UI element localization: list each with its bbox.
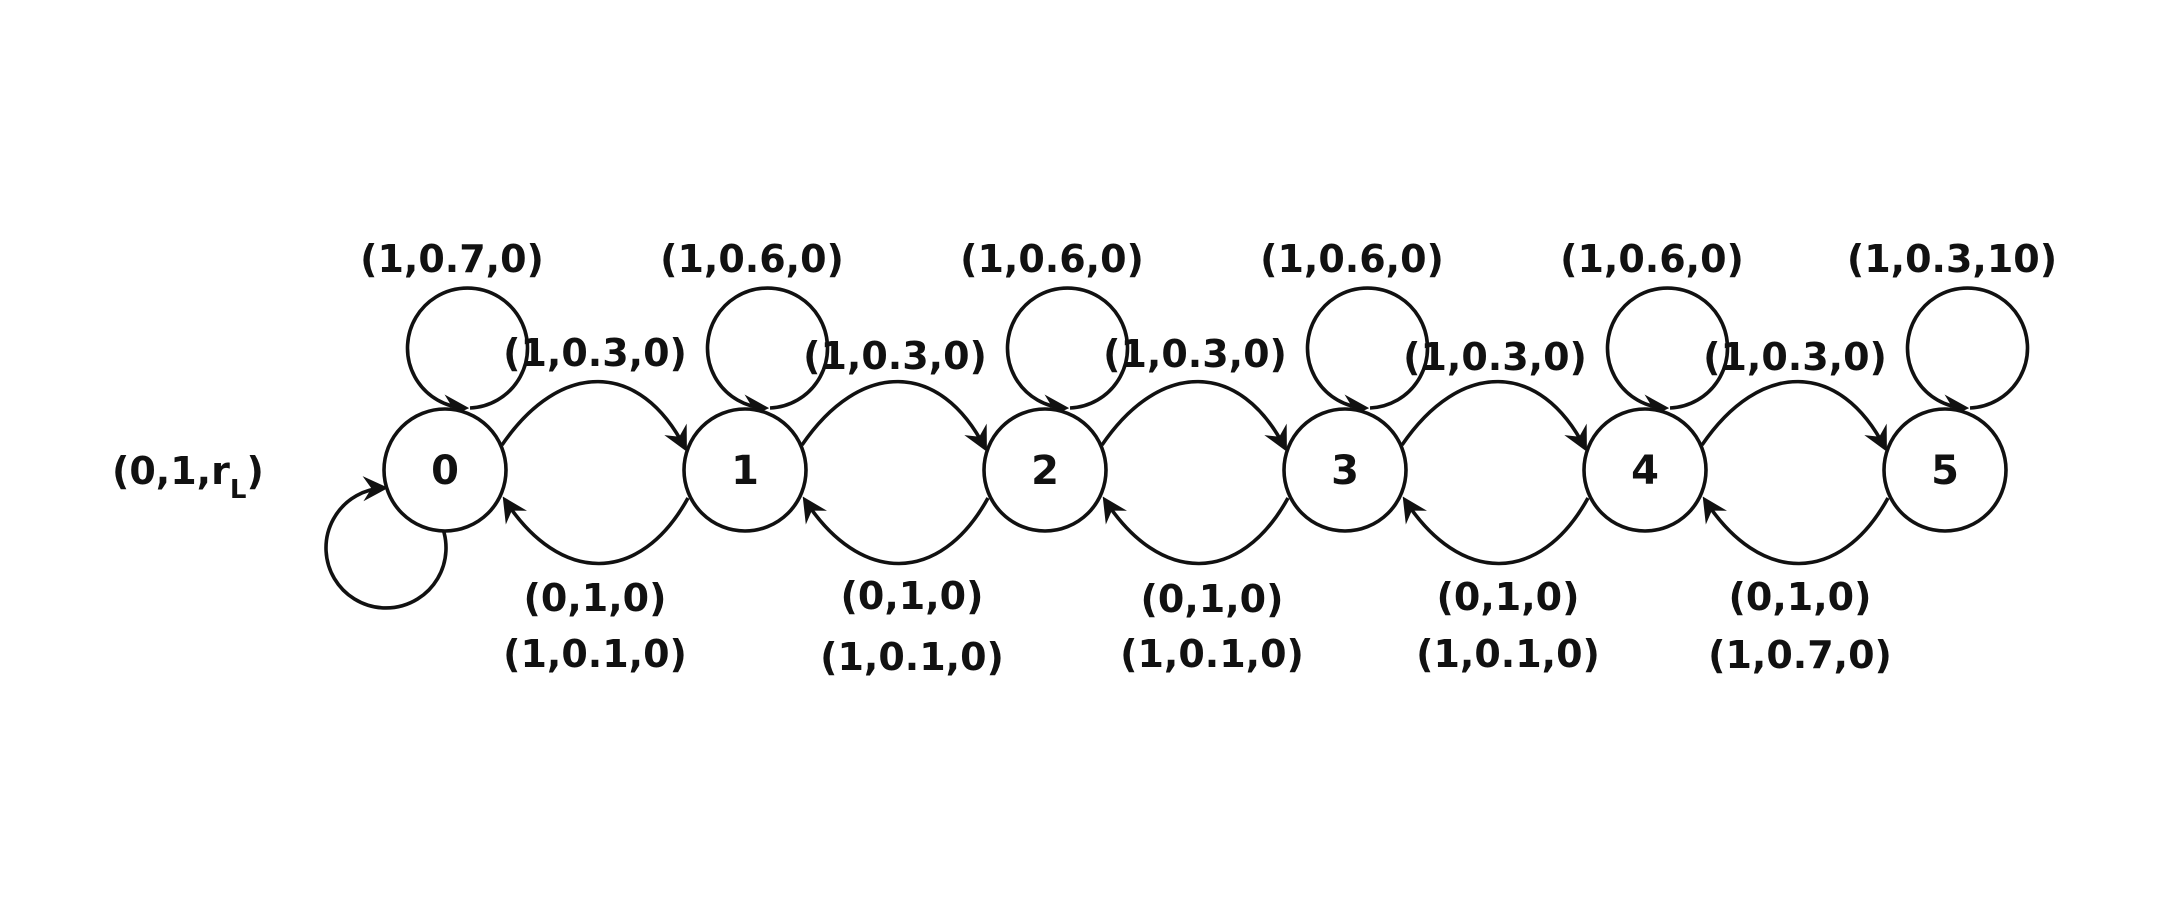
- forward-edge-0-1: [500, 379, 687, 452]
- backward-edges: [502, 496, 1890, 566]
- forward-edge-label-4-5: (1,0.3,0): [1703, 335, 1887, 379]
- backward-edge-2-1: [802, 496, 990, 566]
- forward-edge-3-4: [1400, 379, 1587, 452]
- backward-edge-label-1-0-line2: (1,0.1,0): [503, 632, 687, 676]
- node-3-circle: [1282, 407, 1408, 533]
- top-self-loop-2: [1005, 286, 1130, 420]
- top-self-loop-label-3: (1,0.6,0): [1260, 237, 1444, 281]
- node-5-label: 5: [1931, 448, 1959, 494]
- backward-edge-label-4-3-line1: (0,1,0): [1437, 575, 1580, 619]
- top-self-loop-label-4: (1,0.6,0): [1560, 237, 1744, 281]
- top-self-loop-label-5: (1,0.3,10): [1847, 237, 2057, 281]
- backward-edge-label-3-2-line1: (0,1,0): [1141, 577, 1284, 621]
- forward-edge-1-2: [800, 379, 987, 452]
- top-self-loop-4: [1605, 286, 1730, 420]
- node-2-circle: [982, 407, 1108, 533]
- node-1-label: 1: [731, 448, 759, 494]
- top-self-loop-0: [405, 286, 530, 420]
- top-self-loop-label-0: (1,0.7,0): [360, 237, 544, 281]
- node-5-circle: [1882, 407, 2008, 533]
- forward-edge-label-2-3: (1,0.3,0): [1103, 332, 1287, 376]
- backward-edge-5-4: [1702, 496, 1890, 566]
- backward-edge-label-1-0-line1: (0,1,0): [524, 576, 667, 620]
- backward-edge-1-0: [502, 496, 690, 566]
- backward-edge-label-5-4-line1: (0,1,0): [1729, 575, 1872, 619]
- backward-edge-label-2-1-line2: (1,0.1,0): [820, 635, 1004, 679]
- forward-edge-label-0-1: (1,0.3,0): [503, 331, 687, 375]
- node-0-label: 0: [431, 448, 459, 494]
- backward-edge-labels: (0,1,0) (1,0.1,0) (0,1,0) (1,0.1,0) (0,1…: [503, 574, 1892, 679]
- node-4-circle: [1582, 407, 1708, 533]
- top-self-loop-labels: (1,0.7,0) (1,0.6,0) (1,0.6,0) (1,0.6,0) …: [360, 237, 2057, 281]
- node-3-label: 3: [1331, 448, 1359, 494]
- left-self-loop-label-prefix: (0,1,r: [112, 449, 230, 493]
- top-self-loop-5: [1905, 286, 2030, 420]
- node-1-circle: [682, 407, 808, 533]
- forward-edge-label-3-4: (1,0.3,0): [1403, 335, 1587, 379]
- left-self-loop: (0,1,rL): [112, 449, 448, 610]
- forward-edges: [500, 379, 1887, 452]
- backward-edge-label-4-3-line2: (1,0.1,0): [1416, 632, 1600, 676]
- node-2-label: 2: [1031, 448, 1059, 494]
- backward-edge-label-3-2-line2: (1,0.1,0): [1120, 632, 1304, 676]
- backward-edge-label-2-1-line1: (0,1,0): [841, 574, 984, 618]
- backward-edge-4-3: [1402, 496, 1590, 566]
- left-self-loop-label: (0,1,rL): [112, 449, 264, 505]
- forward-edge-label-1-2: (1,0.3,0): [803, 334, 987, 378]
- forward-edge-labels: (1,0.3,0) (1,0.3,0) (1,0.3,0) (1,0.3,0) …: [503, 331, 1887, 379]
- top-self-loops: [405, 286, 2030, 420]
- top-self-loop-label-2: (1,0.6,0): [960, 237, 1144, 281]
- top-self-loop-3: [1305, 286, 1430, 420]
- node-4-label: 4: [1631, 448, 1659, 494]
- forward-edge-4-5: [1700, 379, 1887, 452]
- backward-edge-3-2: [1102, 496, 1290, 566]
- nodes: 0 1 2 3 4 5: [382, 407, 2008, 533]
- left-self-loop-label-subscript: L: [230, 475, 247, 505]
- top-self-loop-1: [705, 286, 830, 420]
- backward-edge-label-5-4-line2: (1,0.7,0): [1708, 633, 1892, 677]
- left-self-loop-label-suffix: ): [246, 449, 263, 493]
- node-0-circle: [382, 407, 508, 533]
- top-self-loop-label-1: (1,0.6,0): [660, 237, 844, 281]
- forward-edge-2-3: [1100, 379, 1287, 452]
